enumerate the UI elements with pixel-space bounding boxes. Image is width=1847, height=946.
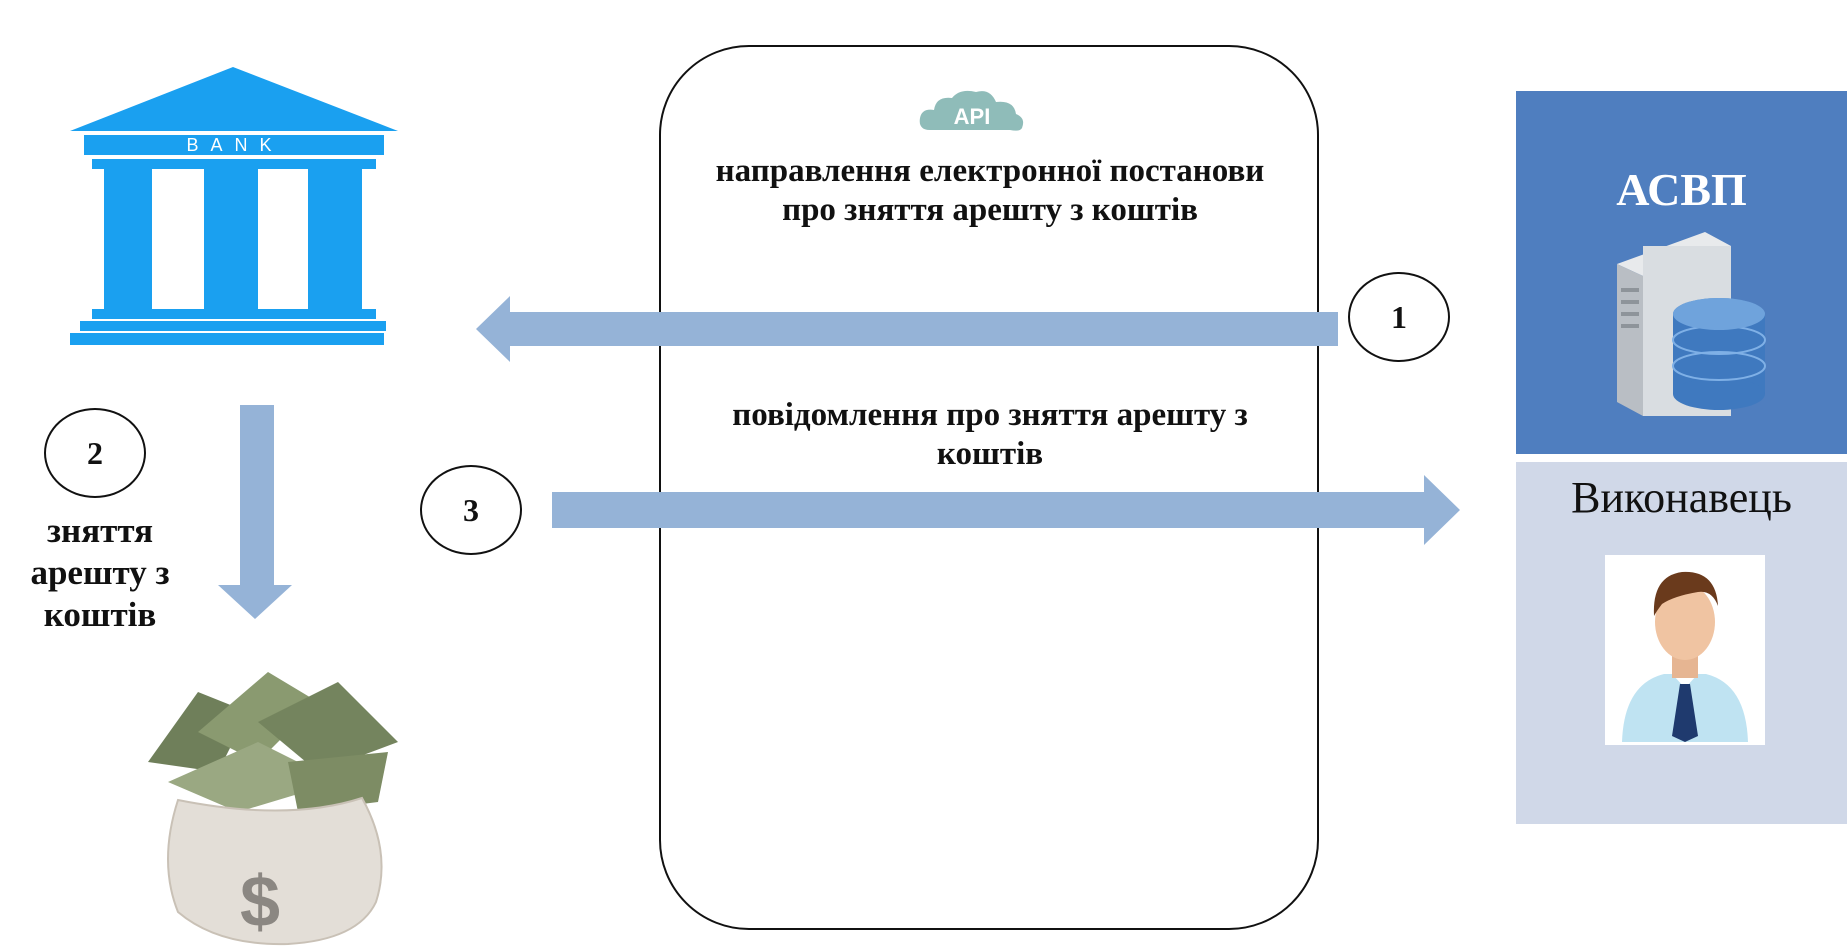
server-database-icon: [1617, 232, 1766, 416]
executor-title: Виконавець: [1571, 473, 1792, 522]
arrow-down-to-funds: [218, 405, 292, 619]
asvp-title: АСВП: [1616, 164, 1747, 215]
release-funds-label: зняття арешту з коштів: [30, 511, 170, 634]
message-send-resolution: направлення електронної постанови про зн…: [715, 153, 1265, 228]
message-notification: повідомлення про зняття арешту з коштів: [732, 397, 1248, 472]
api-exchange-panel: [659, 45, 1319, 930]
arrow-to-executor: [552, 475, 1460, 545]
step-2-marker: 2: [44, 408, 146, 498]
bank-sign: BANK: [186, 135, 283, 155]
step-3-marker: 3: [420, 465, 522, 555]
arrow-to-bank: [476, 296, 1338, 362]
money-bag-icon: $: [148, 672, 398, 946]
person-avatar-icon: [1622, 571, 1748, 742]
api-cloud-icon: API: [919, 90, 1024, 131]
bank-icon: BANK: [70, 67, 398, 345]
api-badge-label: API: [954, 104, 991, 129]
dollar-sign: $: [240, 862, 280, 942]
step-1-marker: 1: [1348, 272, 1450, 362]
